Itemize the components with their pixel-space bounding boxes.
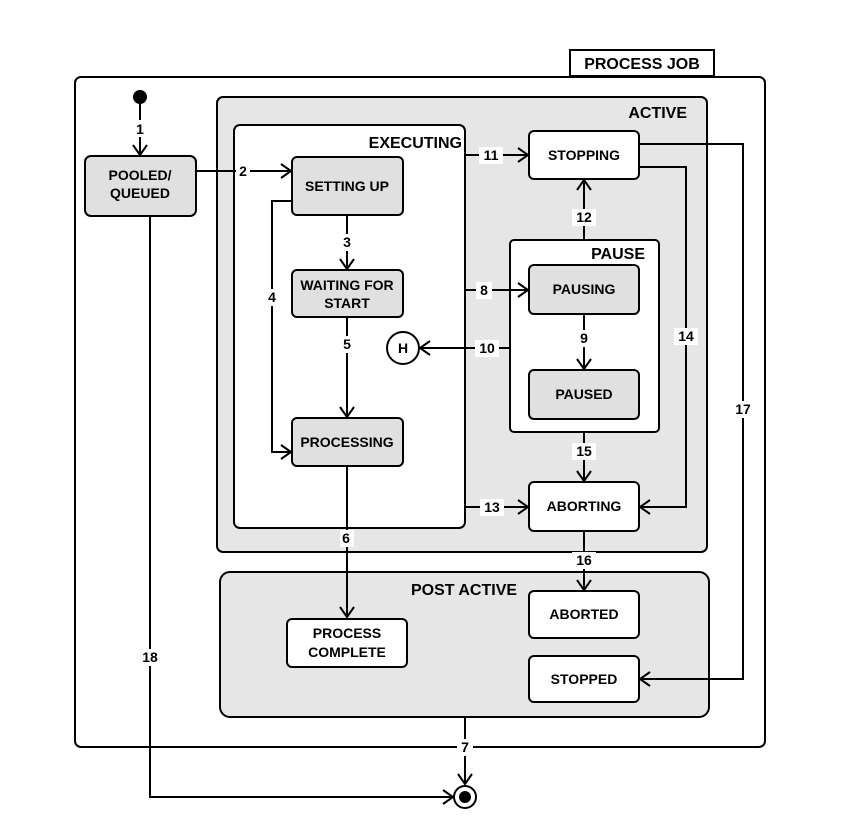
label-16: 16 — [576, 552, 592, 568]
active-title: ACTIVE — [628, 105, 687, 122]
label-7: 7 — [461, 739, 469, 755]
process-job-title: PROCESS JOB — [584, 56, 700, 73]
state-pausing: PAUSING — [528, 264, 640, 315]
label-18: 18 — [142, 649, 158, 665]
label-14: 14 — [678, 328, 694, 344]
label-5: 5 — [343, 336, 351, 352]
state-setting-up-label: SETTING UP — [305, 178, 389, 194]
final-state — [453, 785, 477, 809]
state-stopped-label: STOPPED — [551, 671, 618, 687]
post-active-title: POST ACTIVE — [411, 582, 517, 599]
state-paused: PAUSED — [528, 369, 640, 420]
label-1: 1 — [136, 121, 144, 137]
label-6: 6 — [342, 530, 350, 546]
state-waiting-line1: WAITING FOR — [300, 277, 393, 293]
state-stopping: STOPPING — [528, 130, 640, 180]
label-12: 12 — [576, 209, 592, 225]
state-process-complete-line1: PROCESS — [313, 625, 381, 641]
label-10: 10 — [479, 340, 495, 356]
label-17: 17 — [735, 401, 751, 417]
label-2: 2 — [239, 163, 247, 179]
state-aborted-label: ABORTED — [549, 606, 618, 622]
state-aborted: ABORTED — [528, 590, 640, 639]
transition-8 — [465, 282, 530, 298]
transition-18 — [149, 216, 455, 805]
label-8: 8 — [480, 282, 488, 298]
history-state: H — [386, 331, 420, 365]
label-9: 9 — [580, 330, 588, 346]
label-4: 4 — [268, 289, 276, 305]
label-13: 13 — [484, 499, 500, 515]
state-processing: PROCESSING — [291, 417, 404, 467]
label-15: 15 — [576, 443, 592, 459]
initial-state — [133, 90, 147, 104]
state-stopped: STOPPED — [528, 655, 640, 703]
state-process-complete-line2: COMPLETE — [308, 644, 386, 660]
executing-title: EXECUTING — [369, 135, 462, 152]
state-pausing-label: PAUSING — [553, 281, 616, 297]
state-pooled-queued: POOLED/ QUEUED — [84, 155, 197, 217]
state-waiting-for-start: WAITING FOR START — [291, 269, 404, 318]
state-waiting-line2: START — [324, 295, 370, 311]
state-pooled-queued-line2: QUEUED — [110, 185, 170, 201]
transition-5 — [339, 318, 355, 419]
state-pooled-queued-line1: POOLED/ — [108, 167, 171, 183]
state-setting-up: SETTING UP — [291, 156, 404, 216]
state-aborting-label: ABORTING — [547, 498, 622, 514]
state-stopping-label: STOPPING — [548, 147, 620, 163]
state-paused-label: PAUSED — [555, 386, 612, 402]
label-3: 3 — [343, 234, 351, 250]
state-process-complete: PROCESS COMPLETE — [286, 618, 408, 668]
pause-title: PAUSE — [591, 246, 645, 263]
state-processing-label: PROCESSING — [300, 434, 393, 450]
transition-4 — [271, 200, 293, 460]
label-11: 11 — [484, 147, 499, 163]
transition-labels: 1 2 3 4 5 6 7 8 9 10 11 12 13 14 15 16 1 — [133, 120, 755, 756]
state-aborting: ABORTING — [528, 481, 640, 532]
history-label: H — [398, 340, 408, 356]
